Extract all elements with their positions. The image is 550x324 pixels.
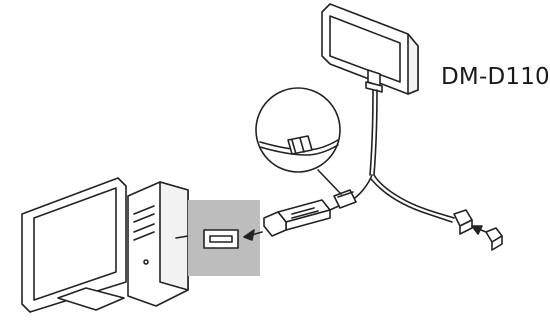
ferrite-core [333,189,357,209]
ferrite-core-callout [255,87,342,195]
customer-display [321,3,419,95]
display-side [407,33,419,95]
plug-in-arrow [243,229,263,241]
display-stand-foot [365,81,383,93]
monitor-screen [33,187,117,301]
port-callout-line [175,235,189,239]
desktop-computer [21,177,189,313]
cap-arrow [471,225,487,235]
magnifier-circle [255,87,341,173]
modular-connector [453,209,473,235]
model-label: DM-D110 [441,64,550,90]
usb-plug [263,199,331,237]
connector-cap [485,227,503,251]
display-screen [329,15,401,83]
monitor-stand [57,287,125,311]
